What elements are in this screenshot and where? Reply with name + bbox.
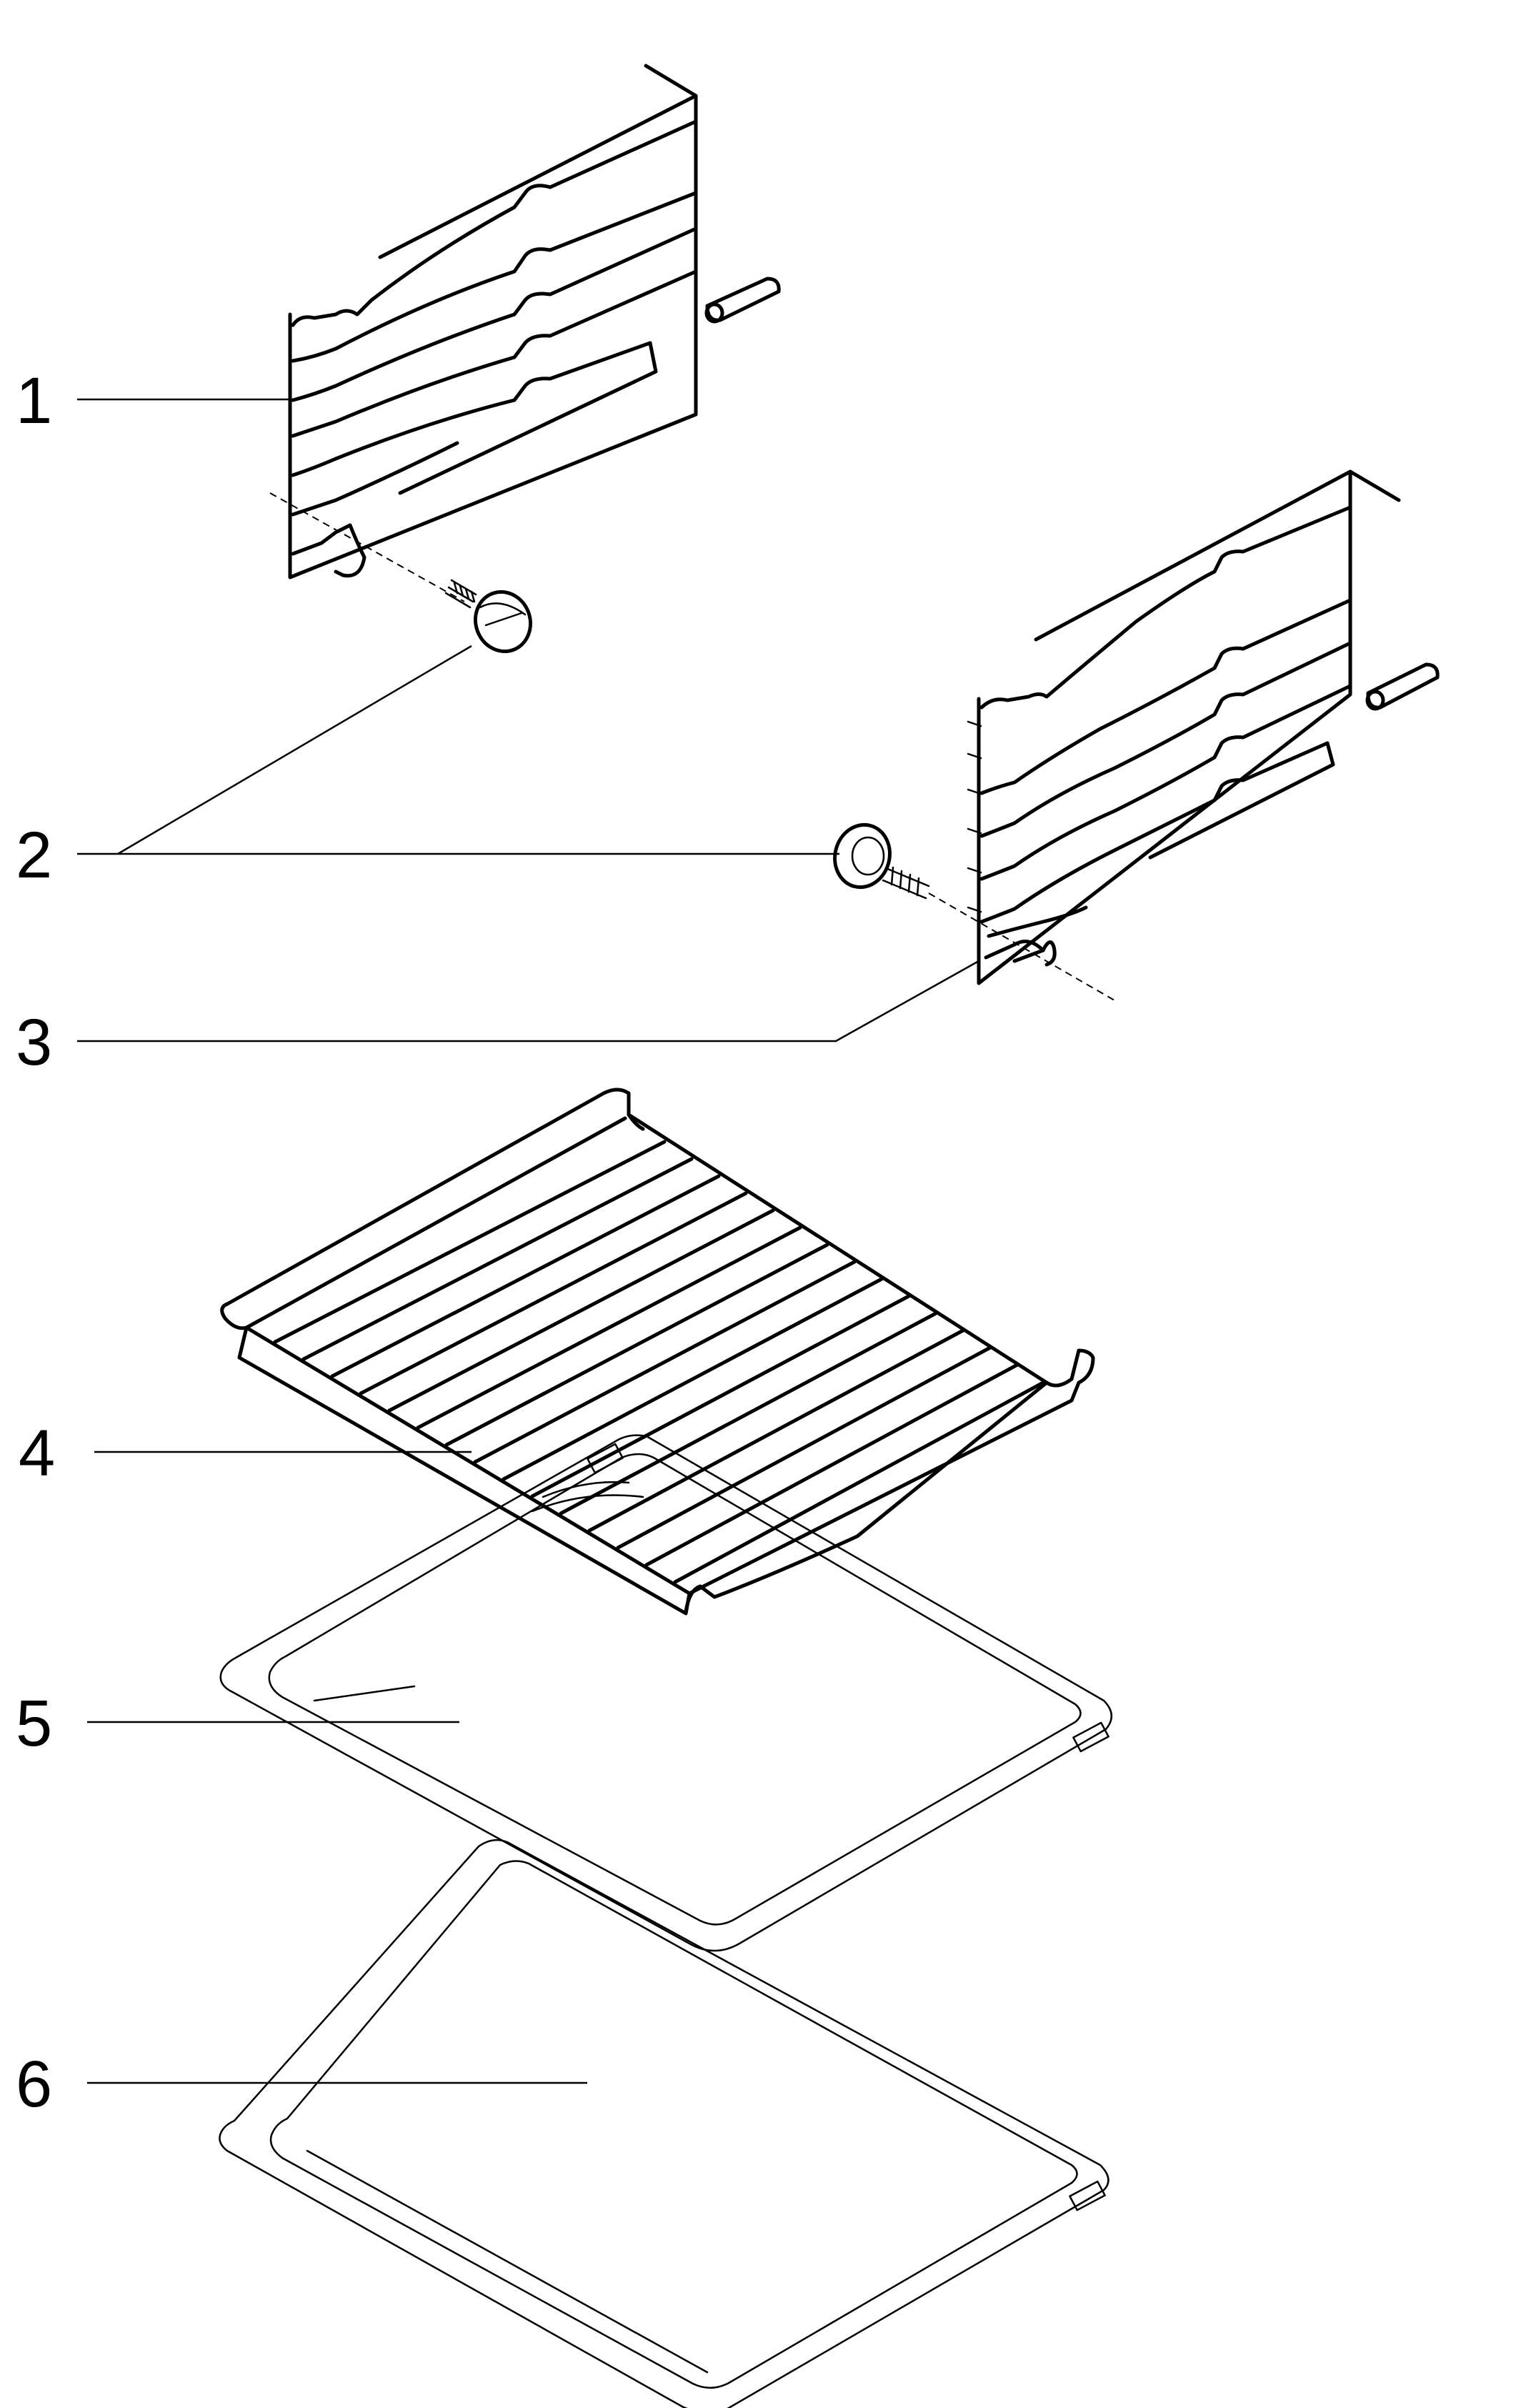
leader-line-3	[77, 960, 979, 1043]
right-rail-peg	[1365, 662, 1440, 711]
shelf-wires	[273, 1140, 1047, 1584]
callout-4: 4	[19, 1417, 55, 1490]
right-screw	[833, 822, 930, 900]
callout-5: 5	[16, 1687, 52, 1760]
leader-line-2b	[117, 645, 472, 855]
wire-shelf	[220, 1088, 1095, 1616]
drip-tray	[219, 1839, 1109, 2408]
callout-6: 6	[16, 2048, 52, 2121]
callout-3: 3	[16, 1006, 52, 1079]
left-rail-peg	[704, 277, 781, 324]
baking-tray	[219, 1434, 1112, 1952]
right-shelf-support	[967, 469, 1440, 985]
callout-1: 1	[16, 364, 52, 437]
left-shelf-support	[288, 64, 781, 579]
leader-lines	[77, 398, 979, 2084]
right-screw-axis	[928, 892, 1115, 1001]
left-screw-axis	[269, 492, 465, 602]
left-screw	[444, 579, 532, 654]
callout-2: 2	[16, 819, 52, 892]
